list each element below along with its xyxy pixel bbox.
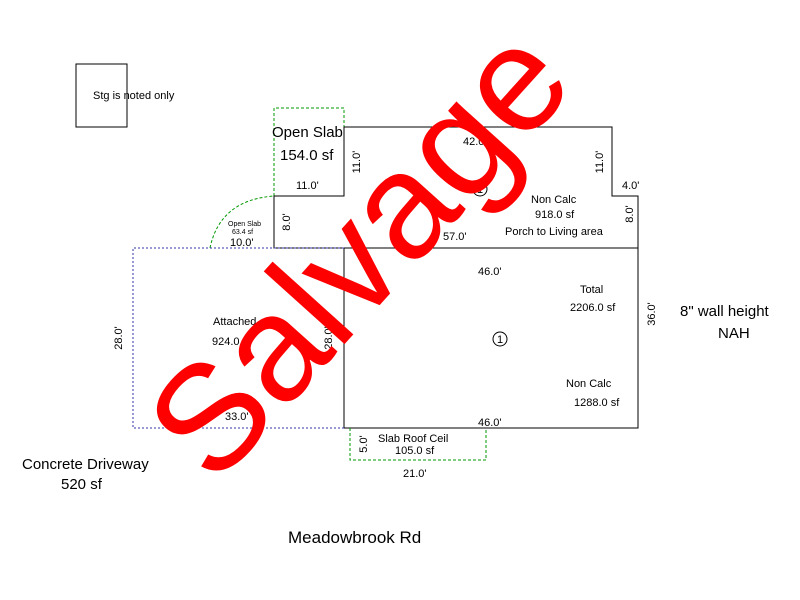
open-slab-top-area: 154.0 sf <box>280 147 334 164</box>
garage-dim-bottom: 33.0' <box>225 411 249 423</box>
garage-area: 924.0 sf <box>212 336 252 348</box>
open-slab-small-dim: 10.0' <box>230 237 254 249</box>
open-slab-small-label: Open Slab <box>228 221 261 228</box>
open-slab-small-area: 63.4 sf <box>232 229 253 236</box>
upper-marker-circle <box>472 181 488 197</box>
main-area: 1288.0 sf <box>574 397 620 409</box>
upper-dim-right-lower: 8.0' <box>624 205 636 222</box>
salvage-watermark: Salvage <box>114 0 602 509</box>
street-name: Meadowbrook Rd <box>288 528 421 547</box>
nah-note: NAH <box>718 325 750 342</box>
main-marker-circle <box>492 331 508 347</box>
slab-roof-dim-bottom: 21.0' <box>403 468 427 480</box>
main-total-label: Total <box>580 284 603 296</box>
upper-dim-bottom: 57.0' <box>443 231 467 243</box>
slab-roof-dim-side: 5.0' <box>358 435 370 452</box>
main-section-outline <box>343 247 639 429</box>
wall-height-note: 8" wall height <box>680 303 770 320</box>
upper-marker: 1 <box>477 184 483 196</box>
upper-dim-top: 42.0' <box>463 136 487 148</box>
driveway-label: Concrete Driveway <box>22 456 149 473</box>
main-label: Non Calc <box>566 378 612 390</box>
main-dim-bottom: 46.0' <box>478 417 502 429</box>
main-dim-top: 46.0' <box>478 266 502 278</box>
upper-label: Non Calc <box>531 194 577 206</box>
slab-roof-area: 105.0 sf <box>395 445 435 457</box>
garage-label: Attached <box>213 316 256 328</box>
garage-dim-right: 28.0' <box>323 326 335 350</box>
upper-note: Porch to Living area <box>505 226 604 238</box>
garage-outline <box>132 247 344 429</box>
slab-roof-outline <box>349 428 487 461</box>
driveway-area: 520 sf <box>61 476 103 493</box>
open-slab-top-dim-width: 11.0' <box>296 180 319 192</box>
upper-dim-left-lower: 8.0' <box>281 213 293 230</box>
main-marker: 1 <box>497 334 503 346</box>
storage-note: Stg is noted only <box>93 90 175 102</box>
storage-box <box>75 63 128 128</box>
upper-dim-left: 11.0' <box>351 151 363 174</box>
main-dim-right: 36.0' <box>646 302 658 326</box>
upper-dim-step: 4.0' <box>622 180 639 192</box>
slab-roof-label: Slab Roof Ceil <box>378 433 448 445</box>
garage-dim-left: 28.0' <box>113 326 125 350</box>
upper-dim-right: 11.0' <box>594 151 606 174</box>
upper-area: 918.0 sf <box>535 209 575 221</box>
main-total-area: 2206.0 sf <box>570 302 616 314</box>
open-slab-top-label: Open Slab <box>272 124 343 141</box>
